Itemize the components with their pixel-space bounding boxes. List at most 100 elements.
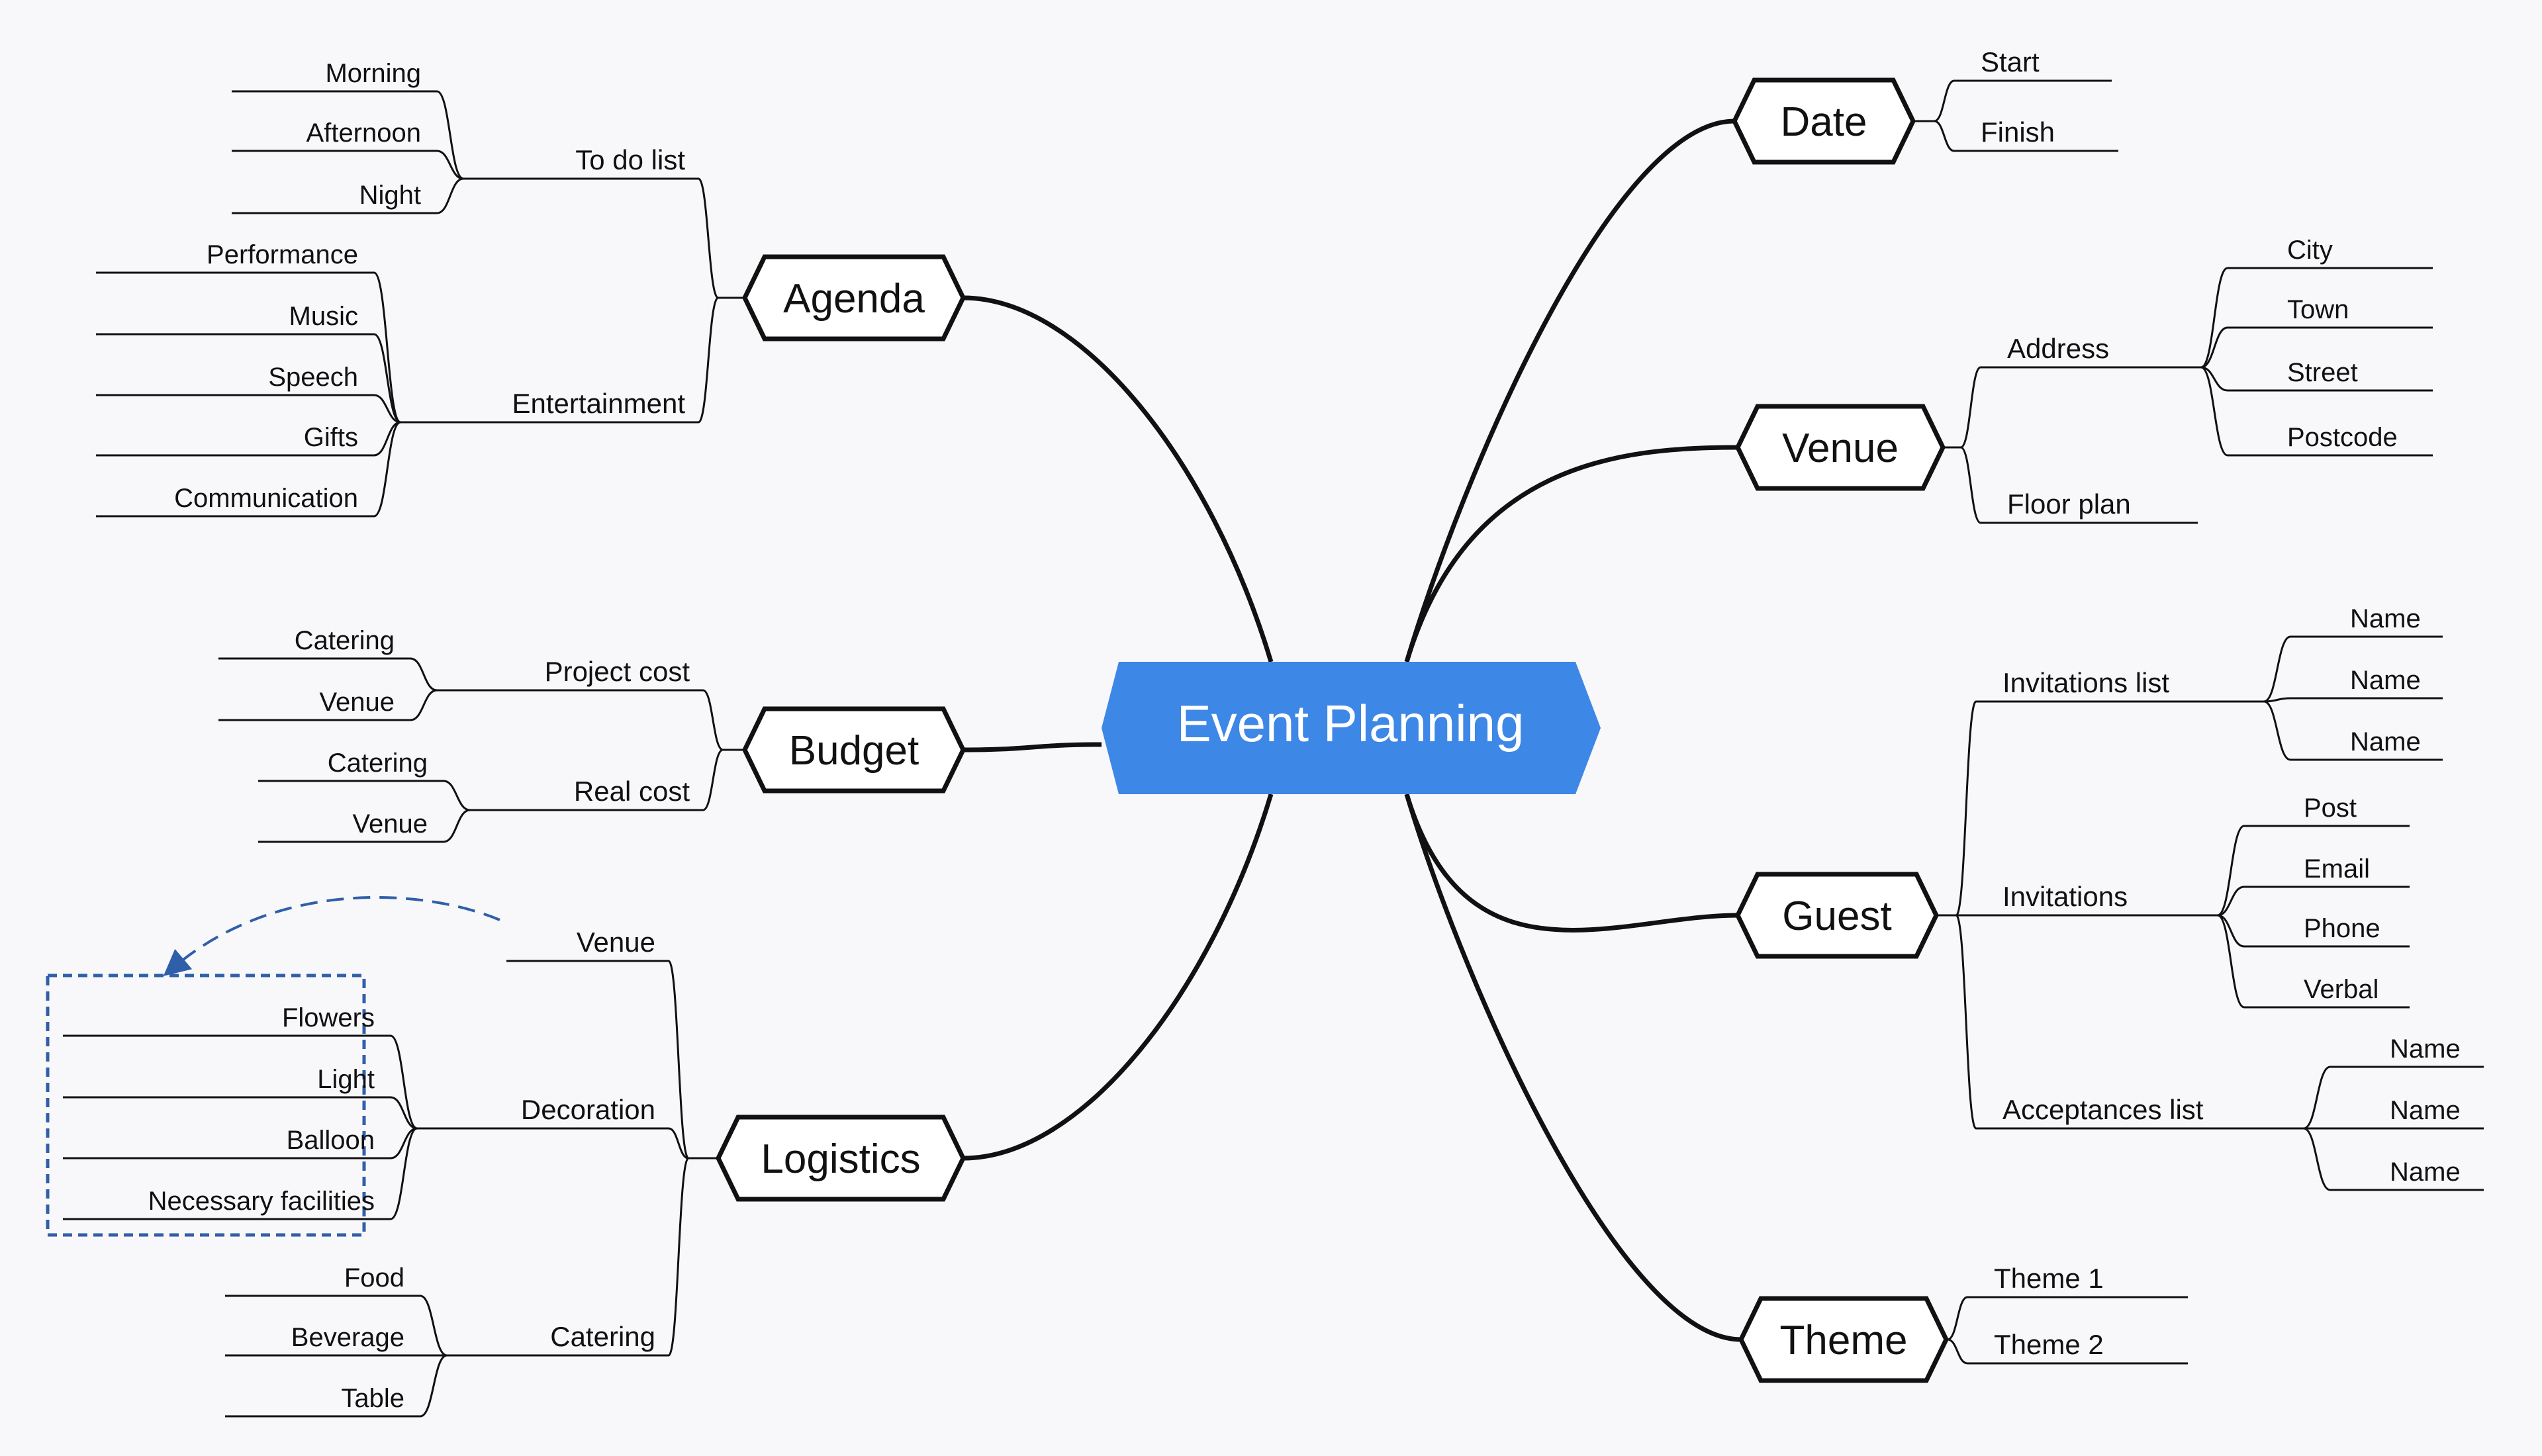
main-topic-label: Theme bbox=[1780, 1318, 1908, 1363]
main-topic-shape bbox=[742, 254, 966, 341]
subtopics: To do list MorningAfternoonNightEntertain… bbox=[148, 46, 2461, 1413]
connector bbox=[390, 1034, 418, 1130]
leaf-performance[interactable]: Performance bbox=[207, 240, 358, 269]
connector bbox=[2303, 1066, 2331, 1130]
selection-box[interactable] bbox=[46, 974, 366, 1237]
main-topic-shape bbox=[716, 1115, 966, 1202]
central-topic-shape bbox=[1102, 662, 1601, 794]
subtopic-invitations-list[interactable]: Invitations list bbox=[2002, 667, 2169, 698]
connector bbox=[436, 90, 464, 180]
leaf-name[interactable]: Name bbox=[2390, 1158, 2461, 1187]
connector bbox=[1960, 446, 1981, 524]
subtopic-project-cost[interactable]: Project cost bbox=[545, 656, 690, 687]
leaf-speech[interactable]: Speech bbox=[268, 363, 358, 392]
connector bbox=[1955, 700, 1977, 917]
subtopic-address[interactable]: Address bbox=[2007, 333, 2109, 364]
leaf-necessary-facilities[interactable]: Necessary facilities bbox=[148, 1187, 375, 1216]
connector bbox=[373, 421, 401, 457]
connector bbox=[2263, 635, 2291, 703]
connector bbox=[373, 333, 401, 424]
subtopic-start[interactable]: Start bbox=[1981, 46, 2040, 77]
leaf-post[interactable]: Post bbox=[2304, 794, 2357, 823]
main-topic-date[interactable]: Date bbox=[1732, 77, 1916, 165]
leaf-food[interactable]: Food bbox=[344, 1263, 404, 1293]
leaf-communication[interactable]: Communication bbox=[174, 484, 358, 513]
main-connector bbox=[963, 793, 1274, 1161]
subtopic-floor-plan[interactable]: Floor plan bbox=[2007, 488, 2131, 520]
main-topic-budget[interactable]: Budget bbox=[742, 706, 966, 794]
connector bbox=[2217, 914, 2245, 948]
connector bbox=[436, 150, 464, 180]
leaf-phone[interactable]: Phone bbox=[2304, 914, 2380, 943]
subtopic-theme-1[interactable]: Theme 1 bbox=[1994, 1263, 2104, 1294]
main-topic-shape bbox=[742, 706, 966, 794]
subtopic-acceptances-list[interactable]: Acceptances list bbox=[2002, 1094, 2204, 1125]
connector bbox=[1947, 1338, 1968, 1365]
connector bbox=[2217, 825, 2245, 917]
leaf-balloon[interactable]: Balloon bbox=[287, 1126, 375, 1155]
connector bbox=[2200, 267, 2228, 369]
main-connector bbox=[963, 295, 1274, 663]
connector bbox=[2200, 366, 2228, 457]
connector bbox=[667, 1157, 690, 1357]
leaf-beverage[interactable]: Beverage bbox=[291, 1323, 404, 1352]
subtopic-finish[interactable]: Finish bbox=[1981, 116, 2055, 148]
leaf-email[interactable]: Email bbox=[2304, 854, 2370, 884]
connector bbox=[697, 177, 720, 299]
subtopic-theme-2[interactable]: Theme 2 bbox=[1994, 1329, 2104, 1360]
leaf-venue[interactable]: Venue bbox=[320, 688, 395, 717]
subtopic-venue[interactable]: Venue bbox=[577, 927, 655, 958]
connector bbox=[2200, 326, 2228, 369]
leaf-name[interactable]: Name bbox=[2390, 1096, 2461, 1125]
leaf-venue[interactable]: Venue bbox=[353, 809, 428, 839]
central-topic[interactable]: Event Planning bbox=[1102, 662, 1601, 794]
main-topic-agenda[interactable]: Agenda bbox=[742, 254, 966, 341]
leaf-name[interactable]: Name bbox=[2390, 1034, 2461, 1064]
connector bbox=[1947, 1296, 1968, 1341]
leaf-afternoon[interactable]: Afternoon bbox=[306, 118, 421, 148]
leaf-light[interactable]: Light bbox=[317, 1065, 375, 1094]
main-topic-guest[interactable]: Guest bbox=[1735, 872, 1939, 959]
leaf-street[interactable]: Street bbox=[2287, 358, 2358, 387]
leaf-verbal[interactable]: Verbal bbox=[2304, 975, 2378, 1004]
leaf-name[interactable]: Name bbox=[2350, 604, 2421, 633]
main-topic-shape bbox=[1735, 404, 1946, 491]
connector bbox=[963, 742, 1102, 752]
subtopic-catering[interactable]: Catering bbox=[550, 1321, 655, 1352]
subtopic-decoration[interactable]: Decoration bbox=[521, 1094, 655, 1125]
leaf-flowers[interactable]: Flowers bbox=[282, 1003, 375, 1032]
connector bbox=[668, 1127, 689, 1160]
main-topic-shape bbox=[1735, 872, 1939, 959]
leaf-catering[interactable]: Catering bbox=[328, 749, 428, 778]
leaf-gifts[interactable]: Gifts bbox=[304, 423, 358, 452]
leaf-morning[interactable]: Morning bbox=[325, 59, 421, 88]
connector bbox=[390, 1127, 418, 1160]
leaf-postcode[interactable]: Postcode bbox=[2287, 423, 2398, 452]
connector bbox=[420, 1354, 447, 1418]
connector bbox=[2263, 700, 2291, 761]
connector bbox=[2303, 1127, 2331, 1191]
main-topic-venue[interactable]: Venue bbox=[1735, 404, 1946, 491]
leaf-city[interactable]: City bbox=[2287, 236, 2333, 265]
connector bbox=[2217, 886, 2245, 917]
leaf-music[interactable]: Music bbox=[289, 302, 358, 331]
subtopic-entertainment[interactable]: Entertainment bbox=[512, 388, 686, 419]
connector bbox=[1934, 79, 1955, 122]
subtopic-invitations[interactable]: Invitations bbox=[2002, 881, 2128, 912]
main-topic-theme[interactable]: Theme bbox=[1738, 1296, 1949, 1383]
connector bbox=[2217, 914, 2245, 1009]
leaf-night[interactable]: Night bbox=[359, 181, 421, 210]
leaf-name[interactable]: Name bbox=[2350, 666, 2421, 695]
subtopic-real-cost[interactable]: Real cost bbox=[574, 776, 690, 807]
connector bbox=[420, 1295, 447, 1357]
leaf-table[interactable]: Table bbox=[341, 1384, 404, 1413]
leaf-catering[interactable]: Catering bbox=[295, 626, 395, 655]
main-topic-logistics[interactable]: Logistics bbox=[716, 1115, 966, 1202]
subtopic-to-do-list[interactable]: To do list bbox=[575, 144, 685, 175]
connector bbox=[373, 271, 401, 424]
leaf-town[interactable]: Town bbox=[2287, 295, 2349, 324]
leaf-name[interactable]: Name bbox=[2350, 727, 2421, 756]
